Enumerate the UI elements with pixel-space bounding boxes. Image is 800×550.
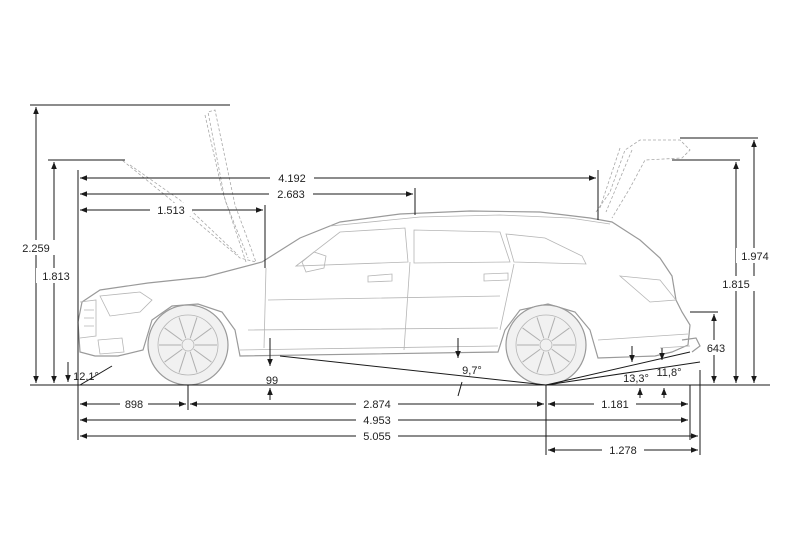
vehicle-body-outline — [77, 210, 691, 359]
departure-angle-line-body — [545, 351, 691, 386]
front-fog-light — [97, 337, 125, 355]
label-hitch-height: 643 — [707, 343, 725, 355]
wheel-spoke — [551, 327, 570, 342]
label-front-overhang: 898 — [125, 399, 143, 411]
wheel-spoke — [522, 327, 541, 342]
label-front-to-tailgate: 4.192 — [278, 173, 306, 185]
open-tailgate-outline-inner — [599, 147, 633, 213]
dimension-labels: 4.192 2.683 1.513 898 2.874 1.181 4.953 … — [16, 171, 776, 457]
side-mirror — [301, 251, 327, 273]
rear-side-window — [413, 229, 511, 264]
wheel-spoke — [536, 317, 545, 339]
label-ground-clearance: 99 — [266, 375, 278, 387]
wheel-spoke — [189, 317, 198, 339]
front-side-window — [294, 227, 409, 267]
wheel-spoke — [193, 348, 212, 363]
rear-door-handle — [483, 272, 509, 282]
label-front-to-a-pillar: 1.513 — [157, 205, 185, 217]
ramp-angle-line-front — [279, 355, 547, 386]
wheel-spoke — [193, 327, 212, 342]
label-height-hood-open: 2.259 — [22, 243, 50, 255]
wheel-spoke — [547, 351, 556, 373]
label-wheelbase: 2.874 — [363, 399, 391, 411]
tail-light — [618, 275, 677, 303]
label-ramp-angle: 9,7° — [462, 365, 482, 377]
label-departure-hitch: 11,8° — [657, 367, 682, 379]
dimension-lines — [30, 104, 758, 455]
headlight — [99, 291, 153, 317]
label-overall-length: 5.055 — [363, 431, 391, 443]
wheel-spoke — [164, 348, 183, 363]
open-tailgate-outline — [595, 139, 691, 219]
label-rear-overhang: 1.181 — [601, 399, 629, 411]
label-body-length: 4.953 — [363, 415, 391, 427]
approach-angle-line — [79, 365, 113, 386]
open-hood-outline — [78, 109, 257, 263]
wheel-spoke — [547, 317, 556, 339]
wheel-spoke — [164, 327, 183, 342]
wheel-spoke — [178, 317, 187, 339]
front-grille — [79, 299, 97, 339]
rear-bumper — [597, 333, 691, 349]
front-door-handle — [367, 273, 393, 283]
roof-rail — [329, 214, 611, 227]
label-height-tailgate-open: 1.974 — [741, 251, 769, 263]
label-front-to-b-pillar: 2.683 — [277, 189, 305, 201]
label-rear-to-hitch: 1.278 — [609, 445, 637, 457]
wheel-spoke — [189, 351, 198, 373]
side-skirt — [239, 345, 499, 351]
departure-angle-line-hitch — [545, 361, 701, 386]
open-hood-outline-inner — [129, 114, 247, 263]
door-lines — [247, 261, 515, 351]
wheel-spoke — [178, 351, 187, 373]
vehicle-side-view — [30, 109, 770, 386]
rear-quarter-window — [505, 233, 587, 265]
wheel-spoke — [522, 348, 541, 363]
wheel-spoke — [551, 348, 570, 363]
label-height-rear: 1.815 — [722, 279, 750, 291]
label-approach-angle: 12,1° — [73, 371, 99, 383]
ramp-angle-tick — [457, 381, 463, 397]
wheel-spoke — [536, 351, 545, 373]
label-height-front: 1.813 — [42, 271, 70, 283]
label-departure-body: 13,3° — [623, 373, 649, 385]
tow-hitch — [681, 337, 701, 353]
wheel-spokes — [159, 317, 575, 373]
